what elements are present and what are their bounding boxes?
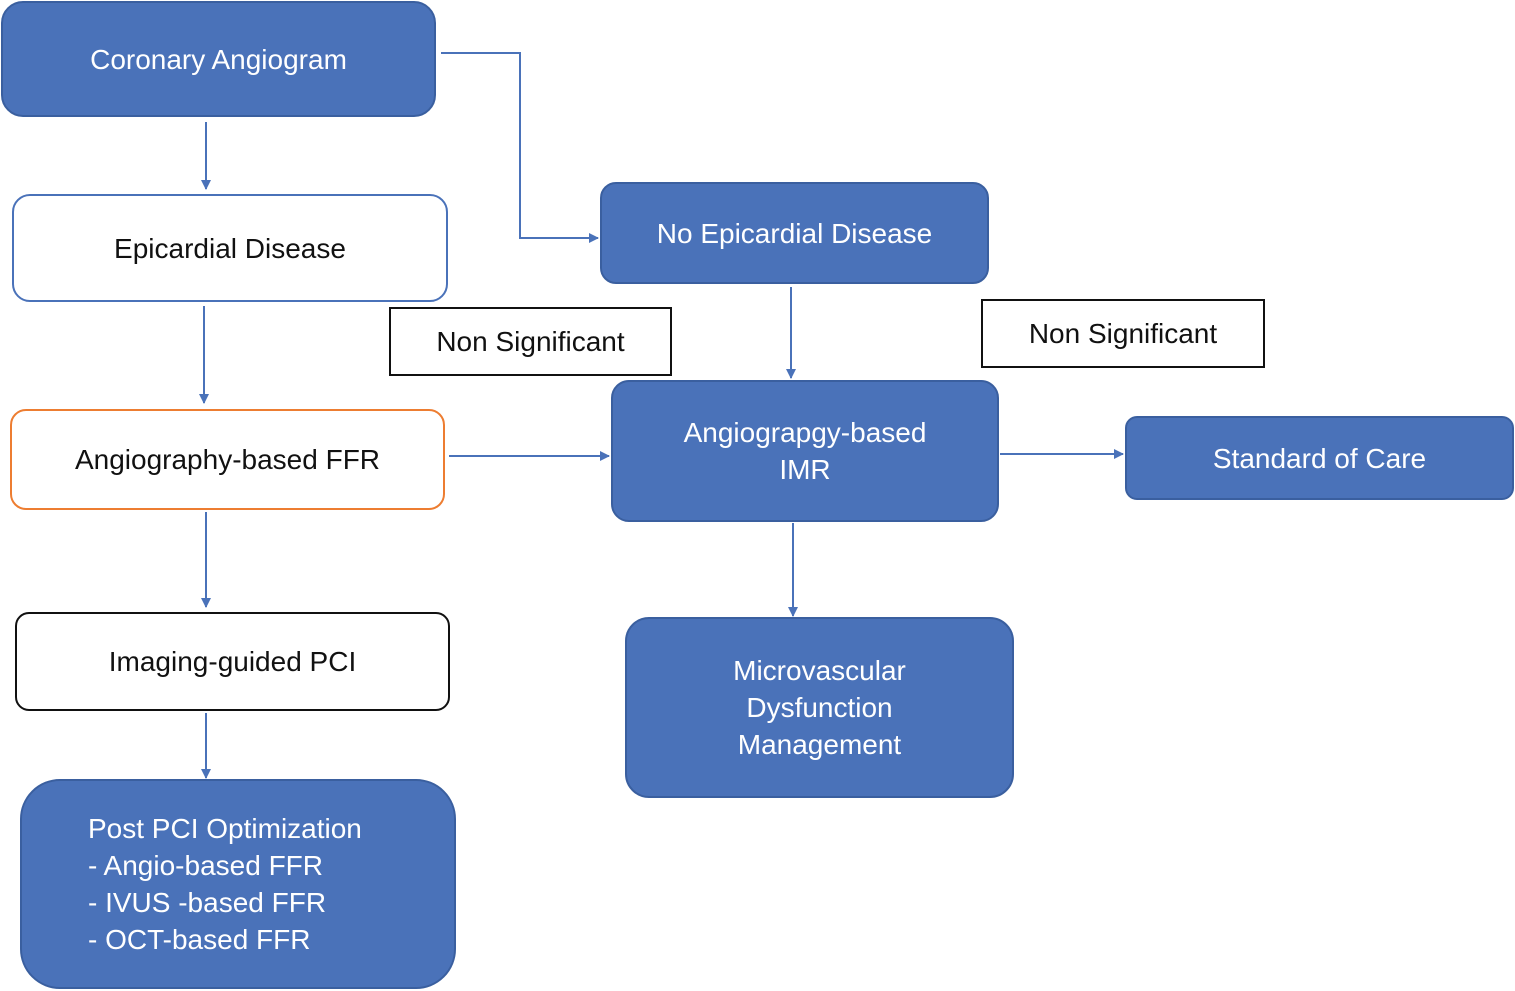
node-standard-of-care: Standard of Care [1125, 416, 1514, 500]
arrow-angiogram-to-no-epicardial [441, 52, 599, 243]
label-non-significant-left: Non Significant [389, 307, 672, 376]
node-imaging-guided-pci: Imaging-guided PCI [15, 612, 450, 711]
node-coronary-angiogram: Coronary Angiogram [1, 1, 436, 117]
node-angiography-ffr: Angiography-based FFR [10, 409, 445, 510]
node-angiography-imr: Angiograpgy-based IMR [611, 380, 999, 522]
node-no-epicardial-disease: No Epicardial Disease [600, 182, 989, 284]
node-epicardial-disease: Epicardial Disease [12, 194, 448, 302]
label-non-significant-right: Non Significant [981, 299, 1265, 368]
node-post-pci-optimization: Post PCI Optimization - Angio-based FFR … [20, 779, 456, 989]
node-microvascular-dysfunction: Microvascular Dysfunction Management [625, 617, 1014, 798]
